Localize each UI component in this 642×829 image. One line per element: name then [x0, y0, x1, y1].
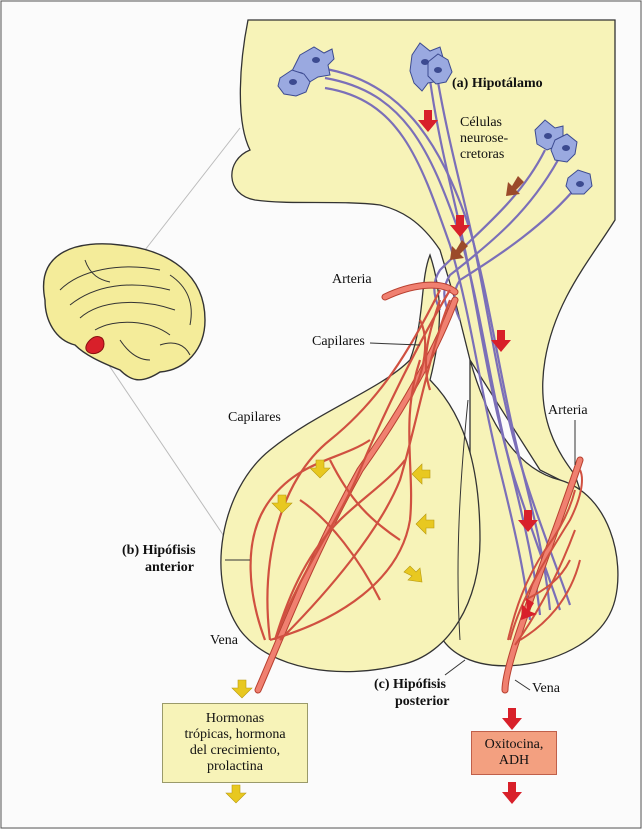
- anterior-hormones-line-1: Hormonas: [206, 711, 264, 727]
- anterior-hormones-box: Hormonas trópicas, hormona del crecimien…: [162, 703, 308, 783]
- label-anterior-2: anterior: [145, 560, 194, 576]
- label-anterior-1: (b) Hipófisis: [122, 543, 196, 559]
- label-capillaries-upper: Capilares: [312, 334, 365, 350]
- label-neurosecretory-1: Células: [460, 115, 502, 131]
- anterior-hormones-line-2: trópicas, hormona: [184, 727, 285, 743]
- label-posterior-2: posterior: [395, 694, 449, 710]
- label-vein-left: Vena: [210, 633, 238, 649]
- anterior-hormones-line-4: prolactina: [207, 759, 263, 775]
- label-hypothalamus: (a) Hipotálamo: [452, 76, 543, 92]
- label-posterior-1: (c) Hipófisis: [374, 677, 446, 693]
- label-capillaries-lower: Capilares: [228, 410, 281, 426]
- anterior-hormones-line-3: del crecimiento,: [190, 743, 280, 759]
- label-artery-right: Arteria: [548, 403, 588, 419]
- posterior-hormones-line-1: Oxitocina,: [485, 737, 544, 753]
- posterior-hormones-box: Oxitocina, ADH: [471, 731, 557, 775]
- label-neurosecretory-3: cretoras: [460, 147, 504, 163]
- label-neurosecretory-2: neurose-: [460, 131, 508, 147]
- posterior-hormones-line-2: ADH: [499, 753, 529, 769]
- label-vein-right: Vena: [532, 681, 560, 697]
- label-artery-top: Arteria: [332, 272, 372, 288]
